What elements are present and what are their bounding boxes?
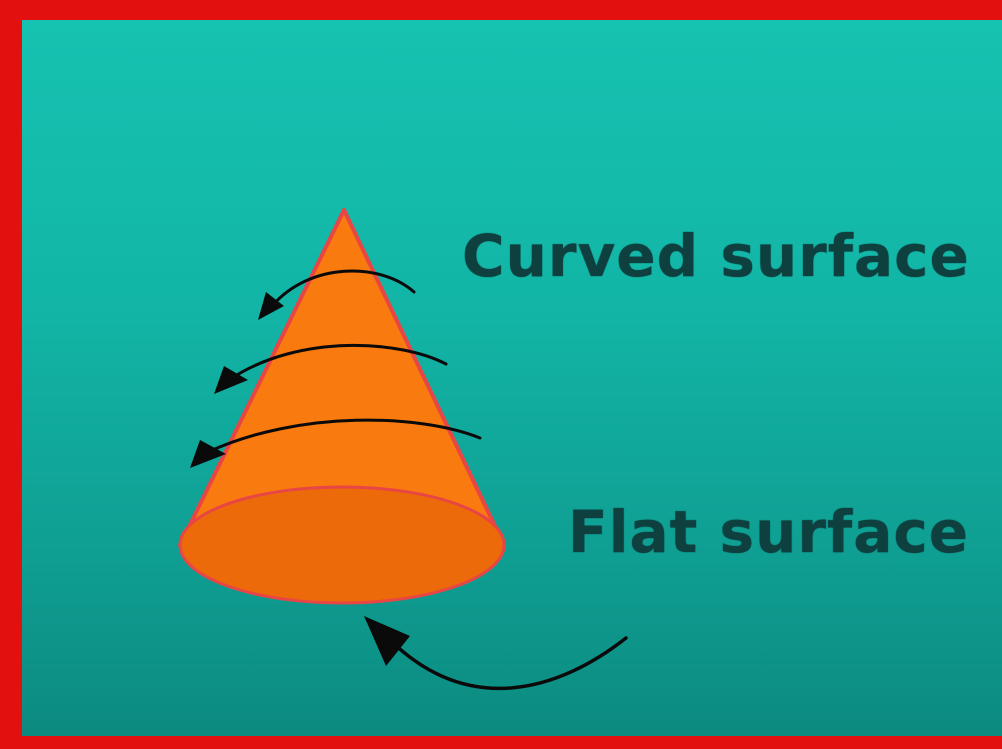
arrowhead-icon	[258, 292, 284, 320]
frame-bottom-strip	[22, 736, 1002, 749]
arrowhead-icon	[190, 440, 226, 468]
curved-arrow-icon	[230, 344, 448, 380]
cone-flat-base	[178, 485, 506, 605]
curved-surface-label: Curved surface	[462, 222, 970, 290]
slide-background	[22, 20, 1002, 736]
arrowhead-icon	[364, 616, 410, 666]
curved-arrow-icon	[388, 636, 628, 691]
arrowhead-icon	[214, 366, 248, 394]
flat-surface-label: Flat surface	[568, 498, 970, 566]
curved-arrow-icon	[206, 418, 482, 454]
curved-arrow-icon	[270, 269, 416, 308]
